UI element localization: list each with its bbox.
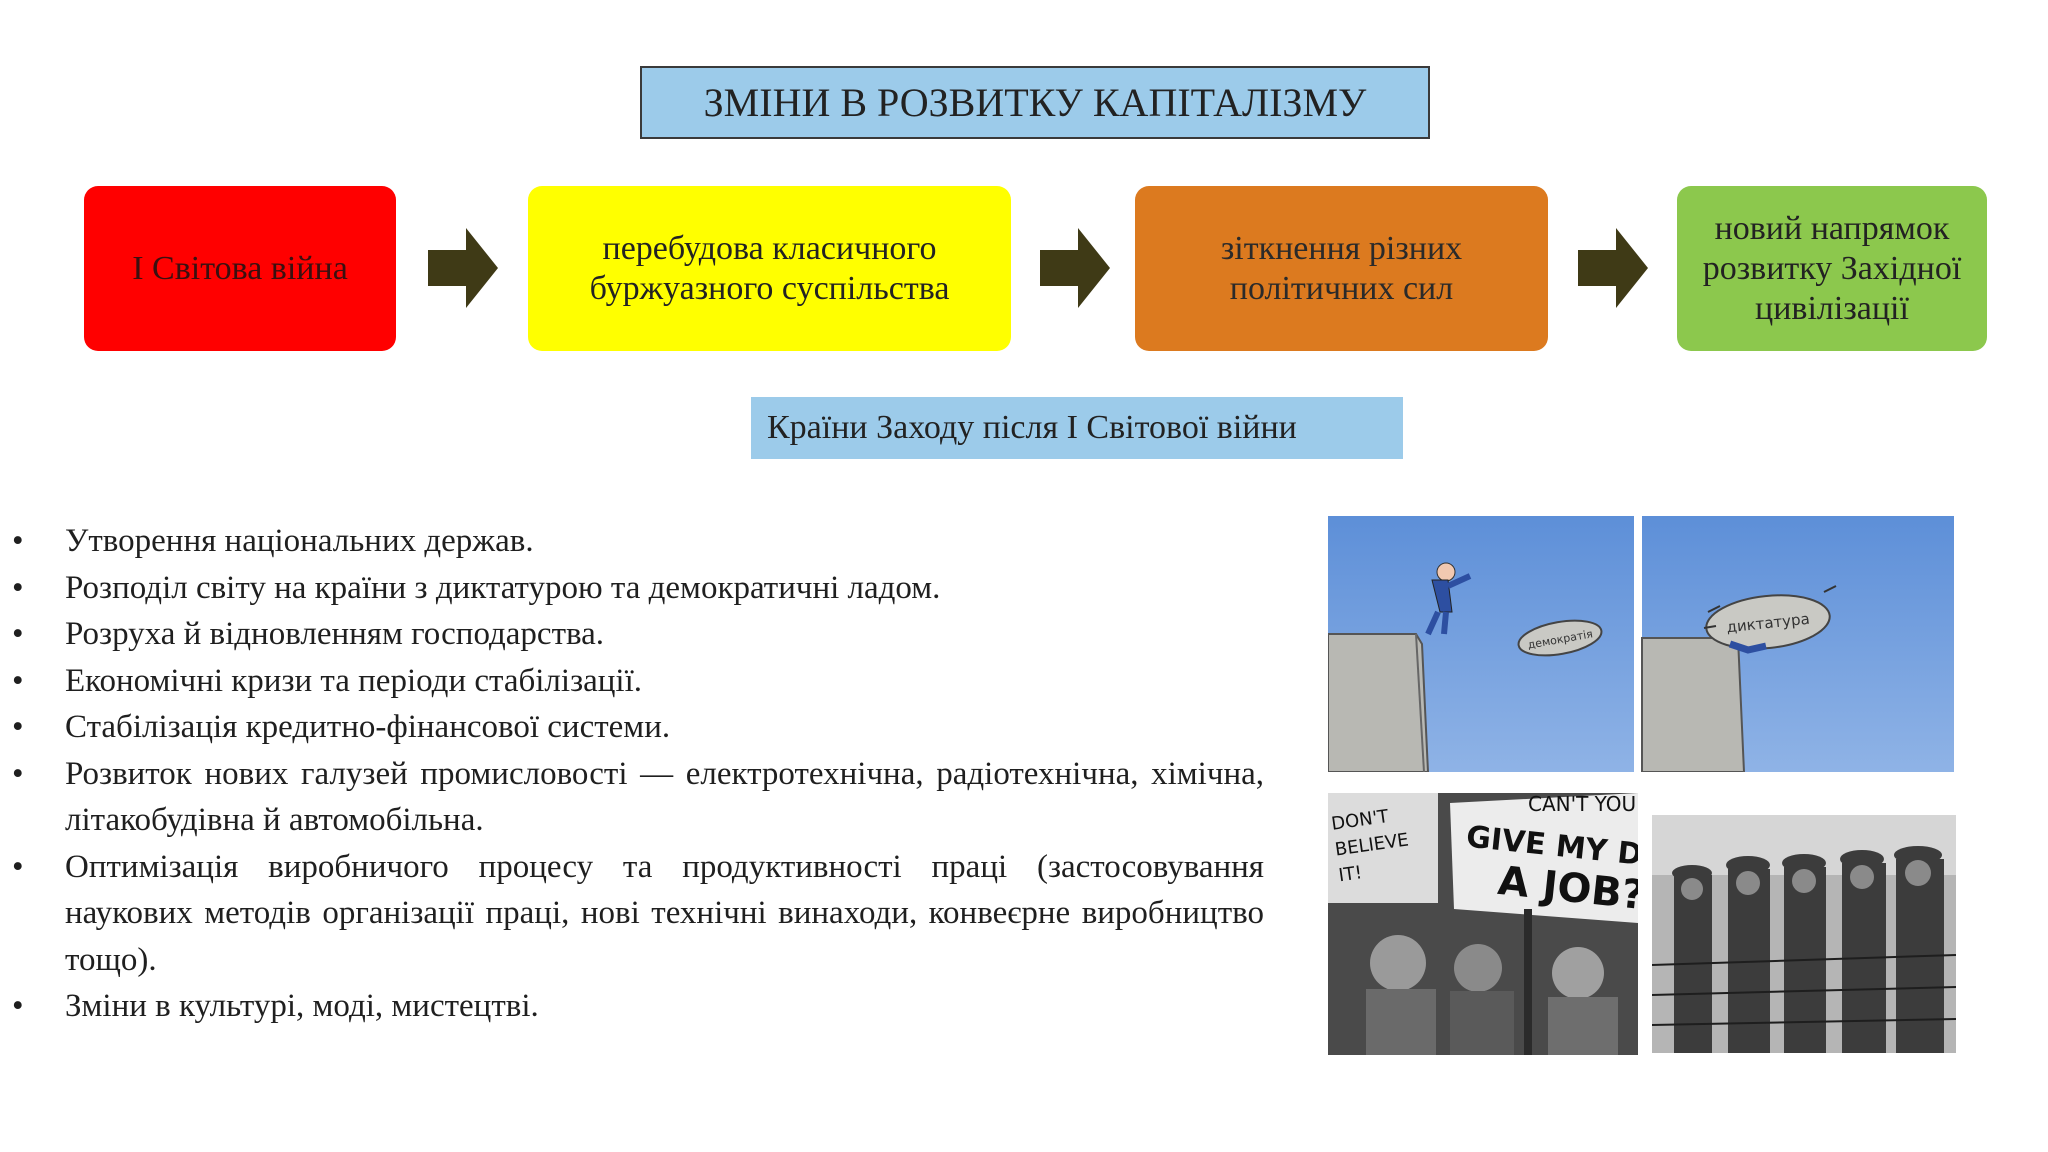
cartoon-democracy-dictatorship-image: демократія диктатура — [1328, 516, 1954, 772]
list-item: •Зміни в культурі, моді, мистецтві. — [12, 988, 539, 1024]
flow-step-political-clash: зіткнення різних політичних сил — [1135, 186, 1548, 351]
flow-step-restructuring: перебудова класичного буржуазного суспіл… — [528, 186, 1011, 351]
svg-text:CAN'T YOU: CAN'T YOU — [1528, 793, 1636, 816]
list-item: •Розвиток нових галузей промисловості — … — [12, 755, 1264, 839]
flow-step-ww1: І Світова війна — [84, 186, 396, 351]
slide-title: ЗМІНИ В РОЗВИТКУ КАПІТАЛІЗМУ — [640, 66, 1430, 139]
protest-photo-image: DON'T BELIEVE IT! CAN'T YOU GIVE MY DAD … — [1328, 793, 1638, 1055]
list-item: •Стабілізація кредитно-фінансової систем… — [12, 709, 671, 745]
arrow-right-icon — [428, 228, 498, 308]
bullet-list: •Утворення національних держав. •Розподі… — [12, 518, 1264, 1030]
list-item: •Утворення національних держав. — [12, 523, 534, 559]
list-item: •Розруха й відновленням господарства. — [12, 616, 605, 652]
list-item: •Економічні кризи та періоди стабілізаці… — [12, 662, 643, 699]
arrow-right-icon — [1040, 228, 1110, 308]
unemployed-men-photo-image — [1652, 815, 1956, 1053]
list-item: •Оптимізація виробничого процесу та прод… — [12, 848, 1264, 978]
arrow-right-icon — [1578, 228, 1648, 308]
svg-text:IT!: IT! — [1337, 862, 1363, 886]
section-subtitle: Країни Заходу після І Світової війни — [751, 397, 1403, 459]
man-figure — [1425, 562, 1472, 636]
flow-step-new-direction: новий напрямок розвитку Західної цивіліз… — [1677, 186, 1987, 351]
list-item: •Розподіл світу на країни з диктатурою т… — [12, 569, 941, 606]
